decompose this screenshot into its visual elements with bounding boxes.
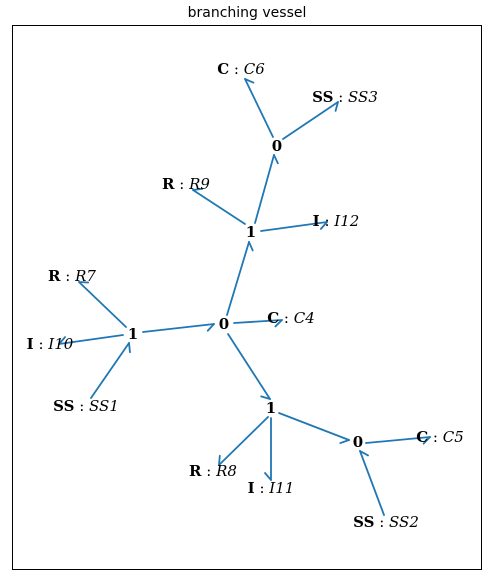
half-arrow-icon	[339, 439, 350, 444]
node-separator: :	[320, 212, 335, 230]
node-kind: R	[162, 175, 175, 193]
bond-j1b-r7	[78, 281, 127, 328]
node-name: R7	[74, 267, 96, 285]
half-arrow-icon	[248, 241, 254, 252]
bond-j1a-r9	[192, 187, 246, 225]
node-c5: C : C5	[416, 428, 464, 446]
node-name: I11	[268, 479, 294, 497]
half-arrow-icon	[192, 187, 204, 191]
node-separator: :	[428, 428, 443, 446]
node-name: SS1	[89, 397, 119, 415]
edges-layer	[58, 78, 431, 516]
half-arrow-icon	[128, 342, 131, 354]
bond-j1c-j0c	[278, 412, 350, 444]
node-name: C6	[244, 60, 265, 78]
node-r7: R : R7	[48, 267, 96, 285]
half-arrow-icon	[218, 454, 221, 466]
half-arrow-icon	[264, 472, 272, 481]
bond-j0b-j1c	[227, 333, 271, 400]
node-kind: I	[248, 479, 255, 497]
half-arrow-icon	[244, 78, 255, 84]
node-j0b: 0	[219, 315, 229, 333]
node-separator: :	[279, 309, 294, 327]
bond-j0b-j1a	[226, 241, 254, 316]
node-separator: :	[74, 397, 89, 415]
node-name: C4	[294, 309, 315, 327]
node-separator: :	[229, 60, 244, 78]
node-i10: I : I10	[27, 335, 74, 353]
node-kind: C	[267, 309, 279, 327]
node-j0a: 0	[272, 137, 282, 155]
node-kind: R	[189, 462, 202, 480]
node-name: SS3	[348, 88, 378, 106]
node-kind: 0	[219, 315, 229, 333]
node-kind: C	[416, 428, 428, 446]
half-arrow-icon	[319, 221, 328, 230]
node-c4: C : C4	[267, 309, 315, 327]
half-arrow-icon	[334, 101, 339, 112]
plot-frame	[12, 25, 482, 570]
node-separator: :	[34, 335, 49, 353]
node-kind: SS	[312, 88, 333, 106]
node-separator: :	[255, 479, 270, 497]
node-kind: I	[27, 335, 34, 353]
node-kind: SS	[53, 397, 74, 415]
bond-j0c-c5	[365, 436, 431, 445]
node-j1c: 1	[266, 399, 276, 417]
node-r9: R : R9	[162, 175, 210, 193]
bond-j1b-i10	[58, 334, 124, 345]
bond-j0b-c4	[233, 319, 283, 328]
bond-j0a-c6	[244, 78, 274, 138]
bond-j0a-ss3	[282, 101, 339, 140]
node-kind: 1	[266, 399, 276, 417]
half-arrow-icon	[359, 450, 369, 457]
node-kind: R	[48, 267, 61, 285]
bond-j1c-r8	[218, 416, 269, 466]
half-arrow-icon	[206, 323, 215, 332]
node-name: R8	[215, 462, 237, 480]
node-j0c: 0	[353, 433, 363, 451]
bond-ss2-j0c	[359, 450, 385, 516]
node-ss3: SS : SS3	[312, 88, 378, 106]
node-separator: :	[202, 462, 217, 480]
diagram-title: branching vessel	[187, 5, 307, 21]
half-arrow-icon	[58, 336, 66, 345]
node-i11: I : I11	[248, 479, 295, 497]
node-separator: :	[175, 175, 190, 193]
node-kind: 1	[246, 223, 256, 241]
node-kind: SS	[353, 513, 374, 531]
node-c6: C : C6	[217, 60, 265, 78]
half-arrow-icon	[274, 319, 283, 328]
bond-j1a-i12	[260, 221, 328, 232]
node-i12: I : I12	[313, 212, 360, 230]
bond-j1b-j0b	[142, 323, 215, 333]
node-name: I10	[47, 335, 73, 353]
node-separator: :	[61, 267, 76, 285]
half-arrow-icon	[422, 436, 431, 445]
half-arrow-icon	[273, 154, 279, 165]
node-j1b: 1	[128, 325, 138, 343]
node-kind: 0	[272, 137, 282, 155]
node-name: R9	[188, 175, 210, 193]
node-r8: R : R8	[189, 462, 237, 480]
bond-ss1-j1b	[90, 342, 131, 399]
node-separator: :	[374, 513, 389, 531]
node-separator: :	[333, 88, 348, 106]
bond-j1c-i11	[264, 417, 272, 481]
node-name: I12	[333, 212, 359, 230]
node-ss1: SS : SS1	[53, 397, 119, 415]
node-kind: 1	[128, 325, 138, 343]
node-kind: I	[313, 212, 320, 230]
node-kind: 0	[353, 433, 363, 451]
node-name: C5	[443, 428, 464, 446]
node-name: SS2	[389, 513, 419, 531]
node-kind: C	[217, 60, 229, 78]
node-j1a: 1	[246, 223, 256, 241]
half-arrow-icon	[260, 395, 271, 400]
half-arrow-icon	[78, 281, 90, 284]
node-ss2: SS : SS2	[353, 513, 419, 531]
bond-j1a-j0a	[254, 154, 279, 224]
